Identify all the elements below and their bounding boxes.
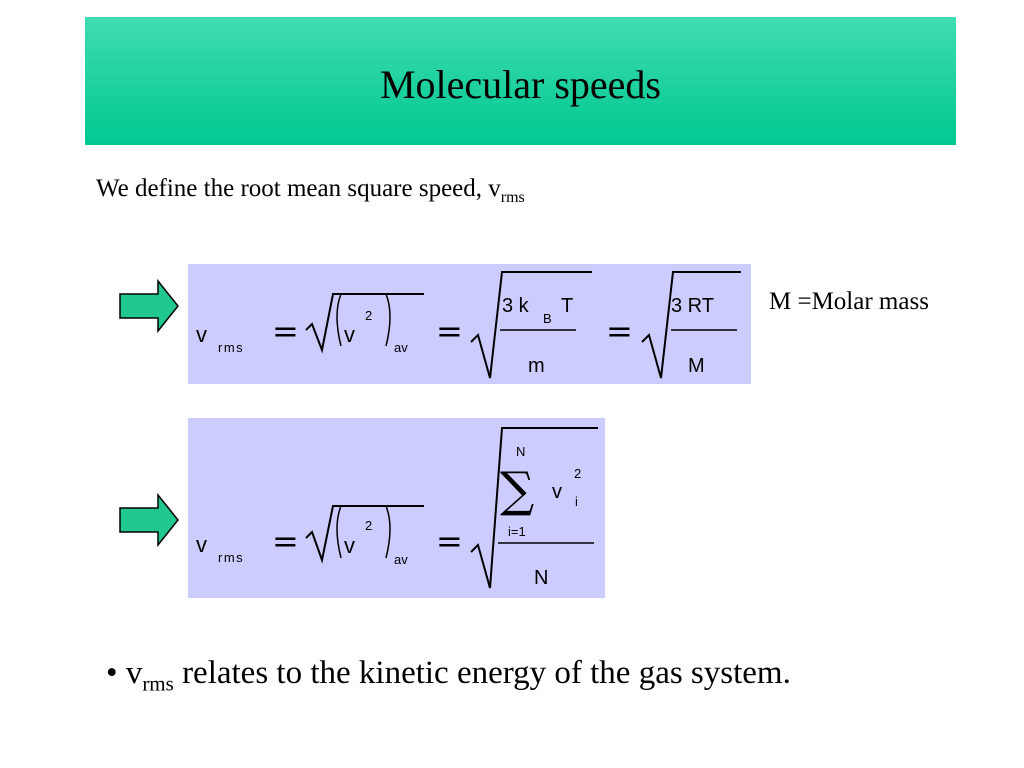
eq-symbol: v [552,481,562,503]
eq-subscript: rms [218,340,244,355]
eq-subscript: i [575,494,578,509]
eq-symbol: v [344,322,355,347]
eq-superscript: 2 [365,308,372,323]
paren-left [336,505,342,559]
eq-subscript: av [394,340,408,355]
eq-equals: = [436,522,463,560]
paren-right [385,293,391,347]
radical-sign [305,505,424,564]
radical-sign [305,293,424,354]
eq-denominator: N [534,567,548,589]
right-arrow-icon [119,279,179,333]
intro-text: We define the root mean square speed, vr… [96,172,525,215]
bullet-point: • vrms relates to the kinetic energy of … [106,652,791,705]
eq-equals: = [436,312,463,350]
sigma-icon: ∑ [500,462,534,518]
eq-numerator: 3 RT [671,295,714,317]
molar-mass-note: M =Molar mass [769,288,929,315]
slide-title: Molecular speeds [379,62,661,107]
eq-denominator: M [688,355,705,377]
eq-symbol: v [196,322,207,347]
sum-upper-limit: N [516,444,525,459]
equation-box-2: v rms = v 2 av = N ∑ i=1 v 2 i N [188,418,605,598]
bullet-subscript: rms [142,671,174,696]
eq-equals: = [606,312,633,350]
bullet-marker: • [106,655,118,691]
eq-superscript: 2 [365,518,372,533]
eq-numerator: T [561,295,573,317]
paren-left [336,293,342,347]
intro-subscript: rms [500,189,525,206]
intro-main: We define the root mean square speed, v [96,175,501,202]
title-bar: Molecular speeds [85,17,956,145]
eq-superscript: 2 [574,466,581,481]
sum-lower-limit: i=1 [508,524,526,539]
eq-symbol: v [196,532,207,557]
eq-denominator: m [528,355,545,377]
equation-box-1: v rms = v 2 av = 3 k B T m = 3 RT M [188,264,751,384]
right-arrow-icon [119,493,179,547]
eq-subscript: B [543,311,552,326]
eq-numerator: 3 k [502,295,530,317]
radical-sign [470,427,598,589]
radical-sign [470,271,592,379]
bullet-text: relates to the kinetic energy of the gas… [182,655,791,691]
eq-symbol: v [344,533,355,558]
rms-equation-1: v rms = v 2 av = 3 k B T m = 3 RT M [196,271,741,379]
eq-equals: = [272,312,299,350]
paren-right [385,505,391,559]
eq-equals: = [272,522,299,560]
radical-sign [641,271,741,379]
bullet-symbol: v [125,655,143,691]
eq-subscript: av [394,552,408,567]
eq-subscript: rms [218,550,244,565]
rms-equation-2: v rms = v 2 av = N ∑ i=1 v 2 i N [196,427,598,589]
